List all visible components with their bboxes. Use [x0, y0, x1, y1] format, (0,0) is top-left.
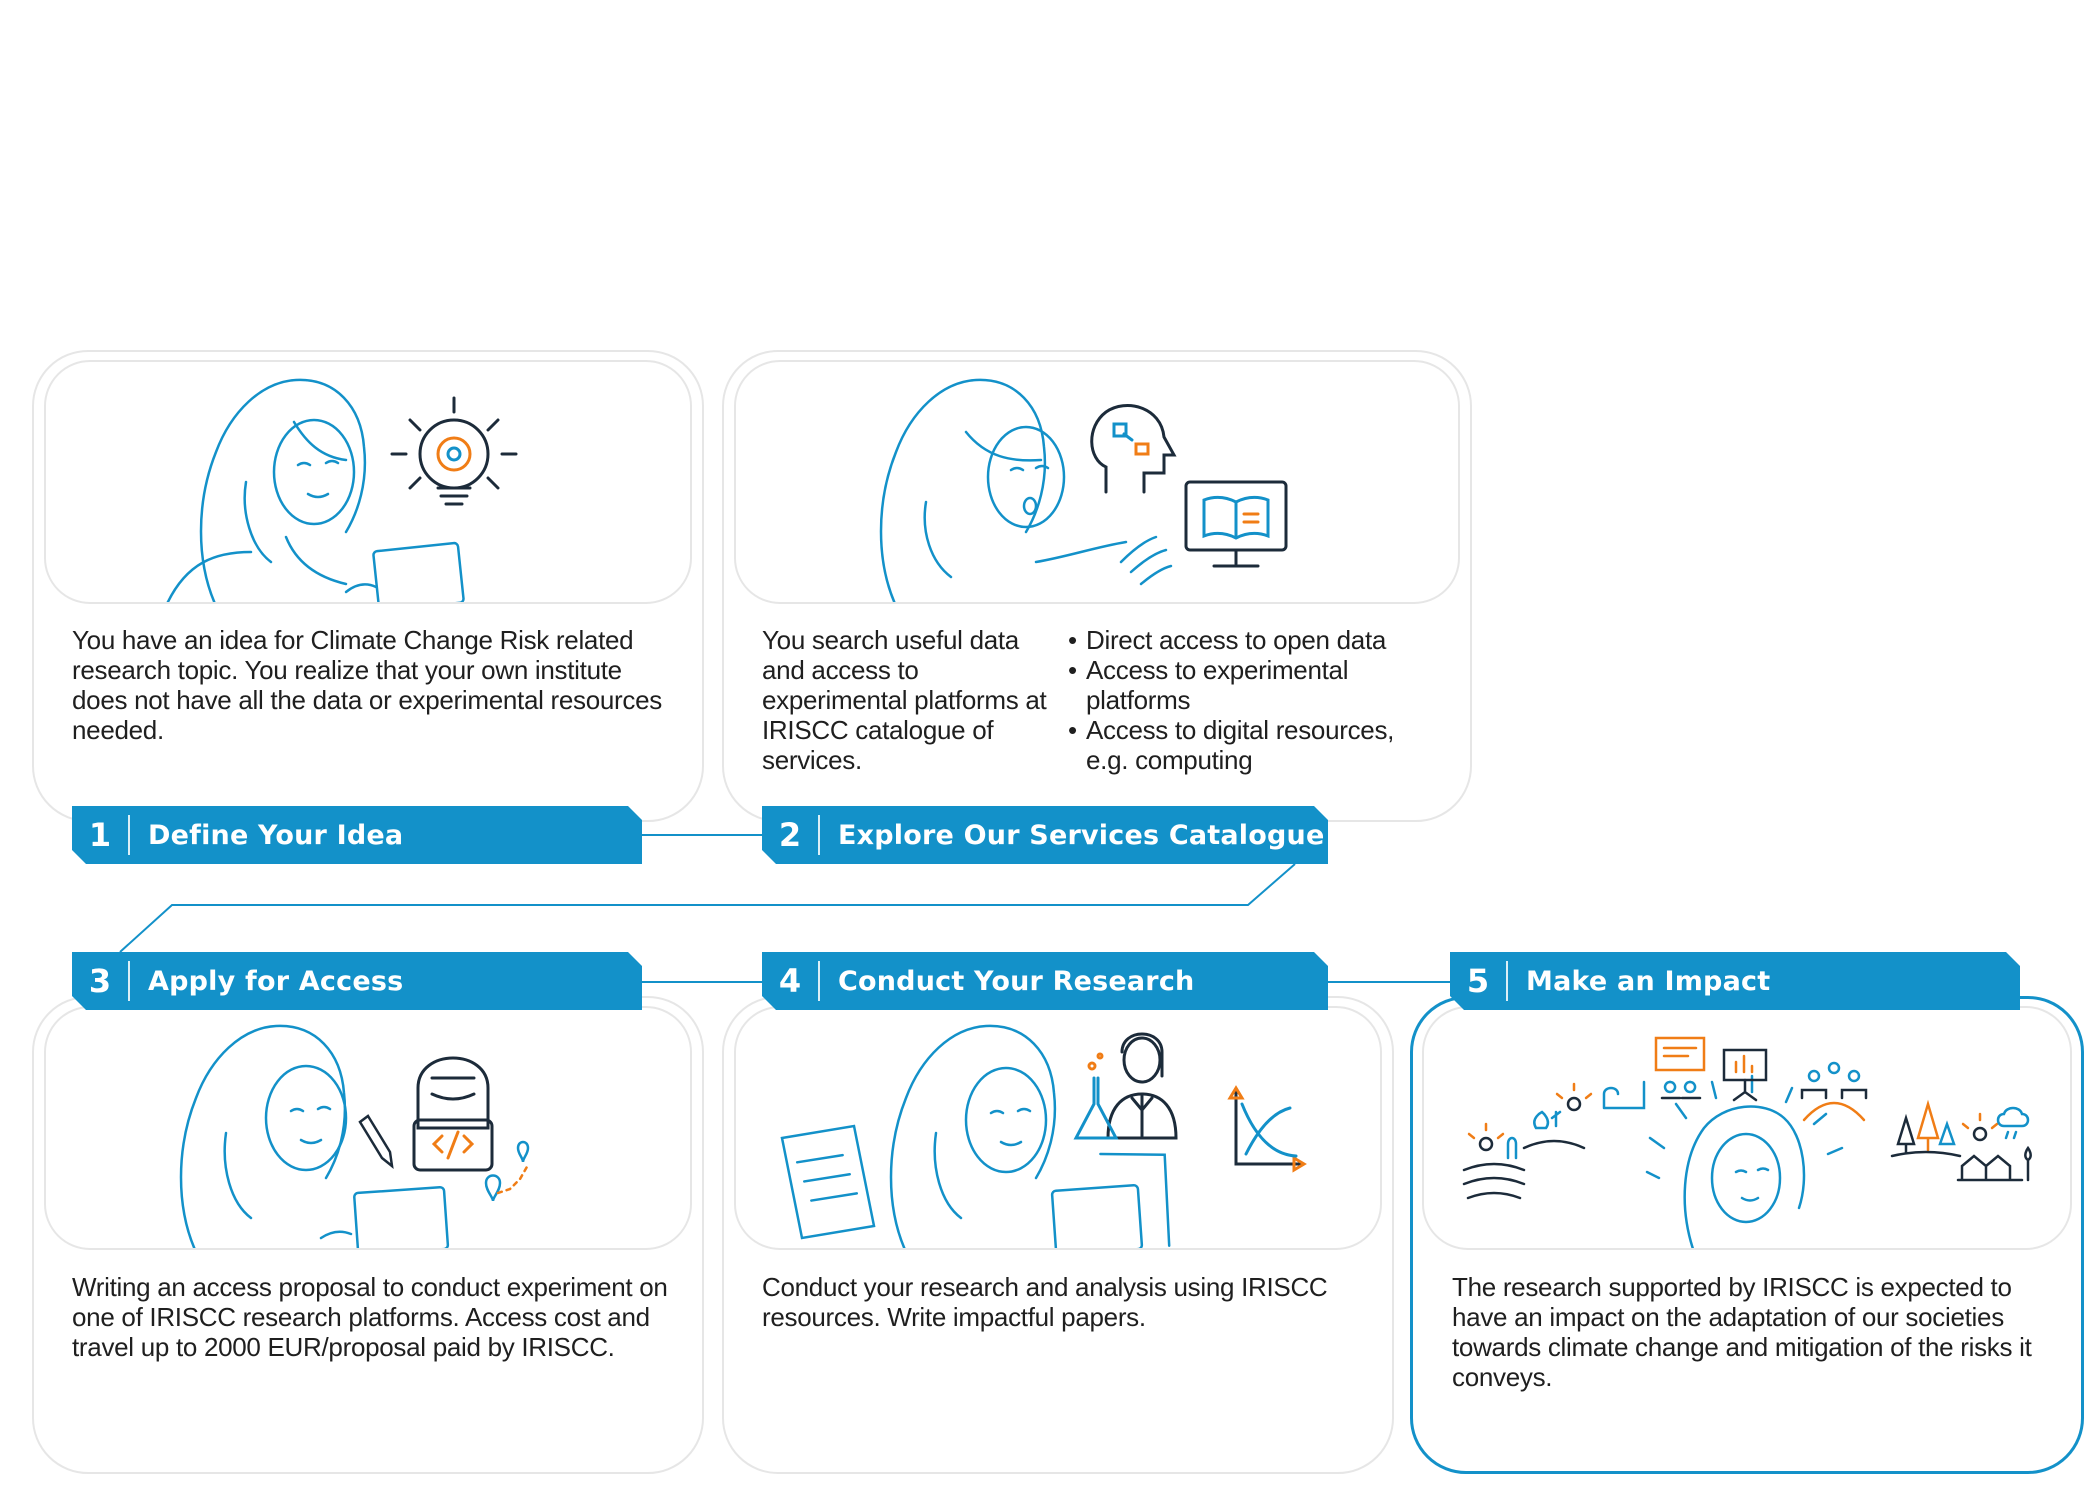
audience-icon	[1800, 1061, 1868, 1122]
step-1-banner: 1 Define Your Idea	[72, 806, 642, 864]
banner-separator	[818, 961, 820, 1001]
step-1-description: You have an idea for Climate Change Risk…	[72, 625, 662, 745]
step-3-illustration	[44, 1006, 692, 1250]
presentation-icon	[1602, 1036, 1768, 1110]
village-weather-icon	[1956, 1106, 2032, 1182]
step-2-title: Explore Our Services Catalogue	[838, 819, 1325, 851]
hooded-coder-icon	[412, 1056, 494, 1172]
step-1-illustration	[44, 360, 692, 604]
banner-separator	[818, 815, 820, 855]
step-1-title: Define Your Idea	[148, 819, 404, 851]
step-4-number: 4	[778, 962, 802, 1000]
map-pin-route-icon	[484, 1140, 530, 1202]
connector-2-3	[119, 863, 1296, 953]
monitor-book-icon	[1184, 480, 1288, 568]
step-3-number: 3	[88, 962, 112, 1000]
head-puzzle-icon	[1090, 404, 1177, 494]
step-4-title: Conduct Your Research	[838, 965, 1195, 997]
person-with-tablet-icon	[166, 378, 465, 602]
banner-separator	[128, 815, 130, 855]
step-4-description: Conduct your research and analysis using…	[762, 1272, 1328, 1332]
step-2-number: 2	[778, 816, 802, 854]
flask-icon	[1073, 1052, 1119, 1140]
pencil-icon	[358, 1114, 394, 1169]
step-5-illustration	[1422, 1006, 2072, 1250]
step-3-title: Apply for Access	[148, 965, 404, 997]
person-reading-icon	[889, 1024, 1171, 1248]
step-5-banner: 5 Make an Impact	[1450, 952, 2020, 1010]
person-pointing-icon	[879, 378, 1173, 602]
step-2-description: You search useful data and access to exp…	[762, 625, 1047, 775]
banner-separator	[1506, 961, 1508, 1001]
step-5-number: 5	[1466, 962, 1490, 1000]
step-4-banner: 4 Conduct Your Research	[762, 952, 1328, 1010]
step-5-description: The research supported by IRISCC is expe…	[1452, 1272, 2032, 1392]
step-3-banner: 3 Apply for Access	[72, 952, 642, 1010]
lightbulb-gear-icon	[390, 396, 518, 506]
list-item: Access to digital resources, e.g. comput…	[1068, 715, 1418, 775]
document-icon	[780, 1124, 876, 1240]
farmland-icon	[1462, 1122, 1526, 1200]
graph-axes-icon	[1227, 1085, 1307, 1173]
step-2-bullet-list: Direct access to open data Access to exp…	[1068, 625, 1418, 775]
step-5-title: Make an Impact	[1526, 965, 1771, 997]
person-thinking-icon	[1645, 1074, 1844, 1248]
step-1-number: 1	[88, 816, 112, 854]
person-writing-icon	[179, 1024, 450, 1248]
scientist-icon	[1106, 1032, 1178, 1140]
step-2-illustration	[734, 360, 1460, 604]
step-4-illustration	[734, 1006, 1382, 1250]
step-3-description: Writing an access proposal to conduct ex…	[72, 1272, 668, 1362]
step-2-banner: 2 Explore Our Services Catalogue	[762, 806, 1328, 864]
plants-icon	[1522, 1082, 1593, 1150]
list-item: Direct access to open data	[1068, 625, 1418, 655]
forest-icon	[1890, 1099, 1962, 1158]
list-item: Access to experimental platforms	[1068, 655, 1418, 715]
banner-separator	[128, 961, 130, 1001]
